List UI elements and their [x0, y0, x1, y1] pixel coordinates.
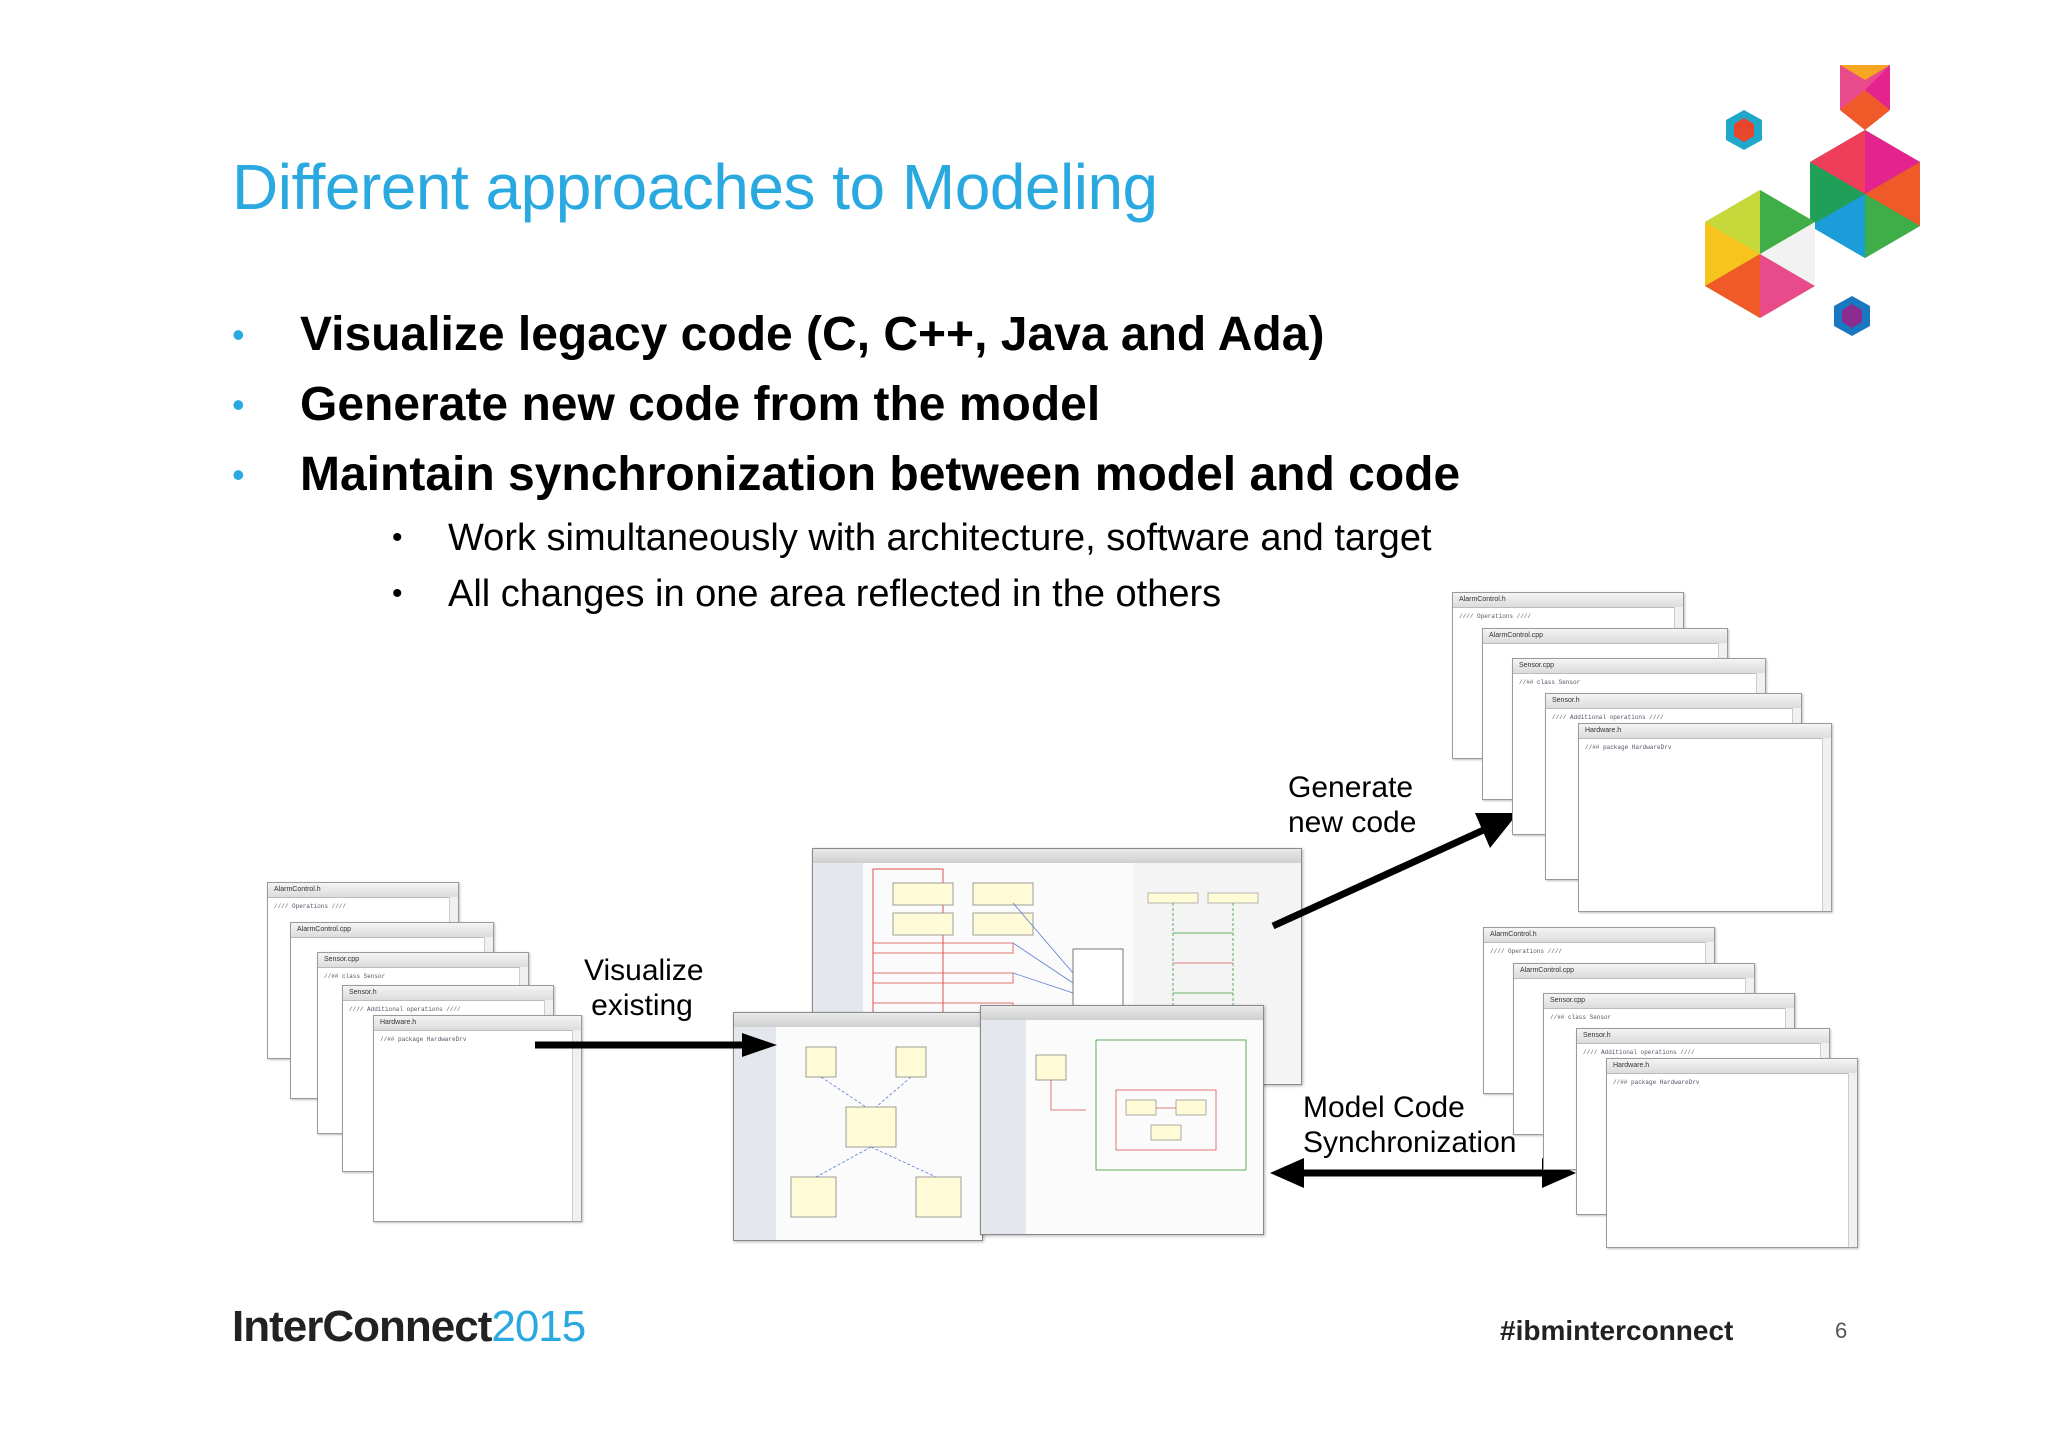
arrow-right-icon [535, 1033, 777, 1057]
code-window: Hardware.h //## package HardwareDrv [1606, 1058, 1858, 1248]
hexagon-logo-icon [1705, 65, 1920, 336]
tool-screenshot-bottom-right [980, 1005, 1264, 1235]
bullet-dot-icon: • [232, 454, 245, 495]
bullet-dot-icon: • [232, 314, 245, 355]
tool-screenshot-bottom-left [733, 1012, 983, 1241]
sub-bullet-item: •Work simultaneously with architecture, … [392, 510, 1432, 566]
bullet-dot-icon: • [392, 521, 403, 554]
code-window: Hardware.h //## package HardwareDrv [373, 1015, 582, 1222]
model-code-sync-label: Model Code Synchronization [1303, 1091, 1517, 1159]
bullet-dot-icon: • [392, 577, 403, 610]
main-bullet-list: •Visualize legacy code (C, C++, Java and… [232, 300, 1460, 510]
slide-title: Different approaches to Modeling [232, 151, 1158, 223]
sub-bullet-item: •All changes in one area reflected in th… [392, 566, 1432, 622]
bullet-item: •Maintain synchronization between model … [232, 440, 1460, 510]
bullet-item: •Visualize legacy code (C, C++, Java and… [232, 300, 1460, 370]
generate-new-code-label: Generate new code [1288, 771, 1417, 839]
bullet-dot-icon: • [232, 384, 245, 425]
double-arrow-icon [1270, 1158, 1576, 1188]
bullet-item: •Generate new code from the model [232, 370, 1460, 440]
page-number: 6 [1835, 1318, 1848, 1343]
code-window: Hardware.h //## package HardwareDrv [1578, 723, 1832, 912]
visualize-existing-label: Visualize existing [584, 954, 704, 1022]
sub-bullet-list: •Work simultaneously with architecture, … [392, 510, 1432, 622]
footer-brand: InterConnect2015 [232, 1302, 586, 1351]
footer-hashtag: #ibminterconnect [1500, 1315, 1734, 1346]
arrow-diagonal-icon [1271, 813, 1518, 930]
